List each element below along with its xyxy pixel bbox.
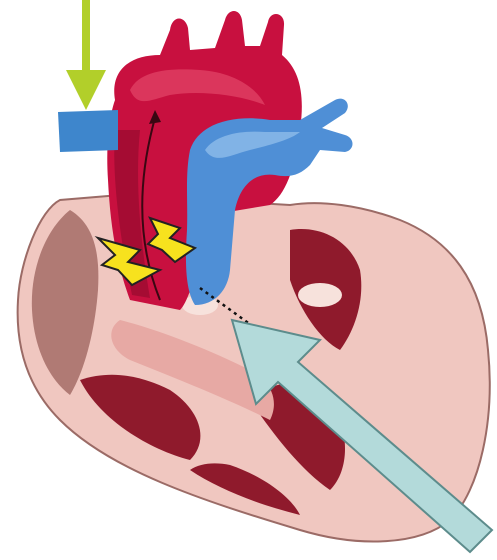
down-arrow-icon — [66, 70, 106, 110]
down-arrow-shaft — [82, 0, 90, 75]
vena-cava — [58, 110, 118, 152]
valve-left — [298, 283, 342, 307]
